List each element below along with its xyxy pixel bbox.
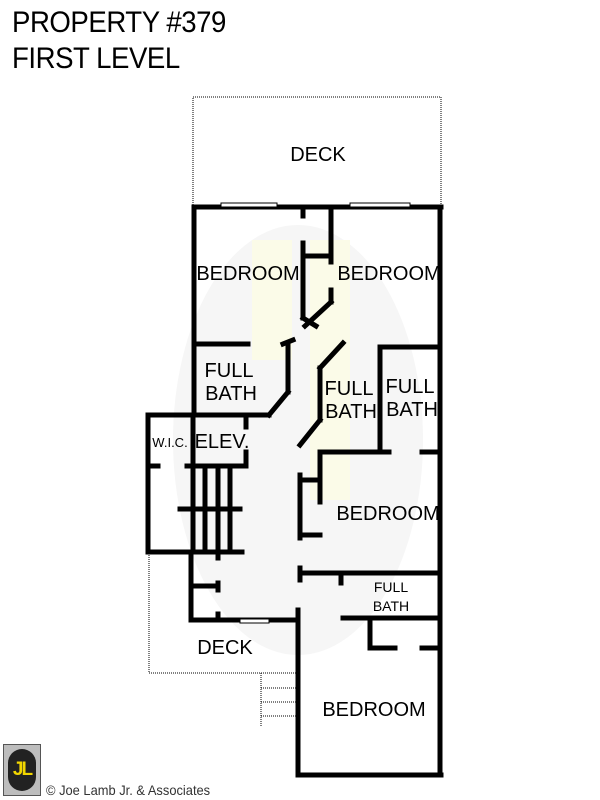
wic-label: W.I.C. [152,435,187,450]
jl-logo: JL [3,744,41,796]
bath-center-label-1: FULL [325,378,374,400]
bath-center-label-2: BATH [325,401,377,423]
copyright-text: © Joe Lamb Jr. & Associates [46,782,211,798]
windows [220,202,411,624]
watermark [173,225,423,655]
bedroom-south-label: BEDROOM [322,699,425,721]
deck-top-label: DECK [290,144,346,166]
jl-logo-mark: JL [8,749,36,791]
bath-east-label-2: BATH [386,399,438,421]
bath-west-label-2: BATH [205,383,257,405]
elevator-label: ELEV. [195,431,250,453]
bath-east-label-1: FULL [386,376,435,398]
room-labels: DECK BEDROOM BEDROOM FULL BATH FULL BATH… [152,144,440,721]
bath-small-label-1: FULL [374,579,408,595]
level-title: FIRST LEVEL [12,42,180,75]
bedroom-mid-label: BEDROOM [336,503,439,525]
bath-small-label-2: BATH [373,598,409,614]
bedroom-ne-label: BEDROOM [337,263,440,285]
bath-west-label-1: FULL [205,360,254,382]
walls [145,204,444,778]
bedroom-nw-label: BEDROOM [196,263,299,285]
deck-bottom-label: DECK [197,637,253,659]
property-title: PROPERTY #379 [12,6,226,39]
